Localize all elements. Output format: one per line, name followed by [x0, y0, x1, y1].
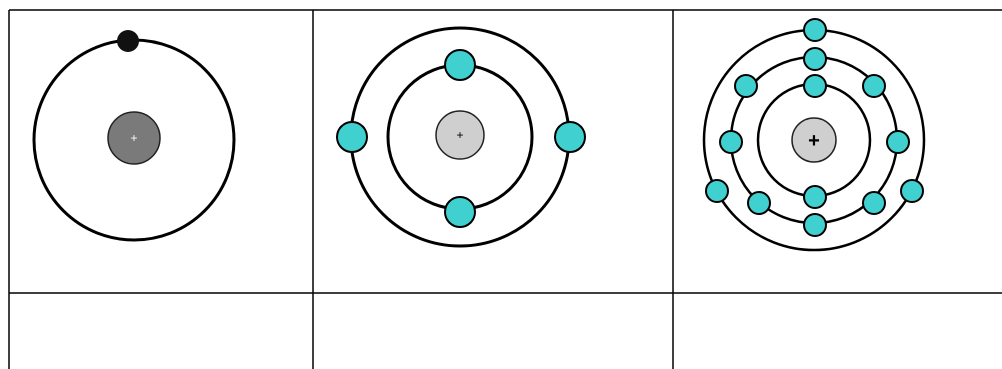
atom-diagram-2: + — [337, 28, 585, 246]
electron — [117, 30, 139, 52]
nucleus-charge: + — [456, 128, 463, 142]
electron — [887, 131, 909, 153]
answer-cell-3[interactable] — [674, 294, 1002, 369]
electron — [748, 192, 770, 214]
electron — [555, 122, 585, 152]
atom-diagram-1: + — [34, 30, 234, 240]
nucleus-charge: + — [808, 130, 820, 152]
atom-diagram-3: + — [704, 19, 924, 250]
electron — [804, 186, 826, 208]
electron — [445, 50, 475, 80]
electron — [445, 197, 475, 227]
electron — [804, 48, 826, 70]
electron — [901, 180, 923, 202]
answer-cell-2[interactable] — [314, 294, 672, 369]
electron — [863, 75, 885, 97]
electron — [720, 131, 742, 153]
electron — [804, 214, 826, 236]
answer-row — [10, 294, 1002, 369]
electron — [863, 192, 885, 214]
electron — [706, 180, 728, 202]
electron — [735, 75, 757, 97]
answer-cell-1[interactable] — [10, 294, 312, 369]
electron — [804, 75, 826, 97]
electron — [804, 19, 826, 41]
nucleus-charge: + — [130, 131, 137, 145]
electron — [337, 122, 367, 152]
